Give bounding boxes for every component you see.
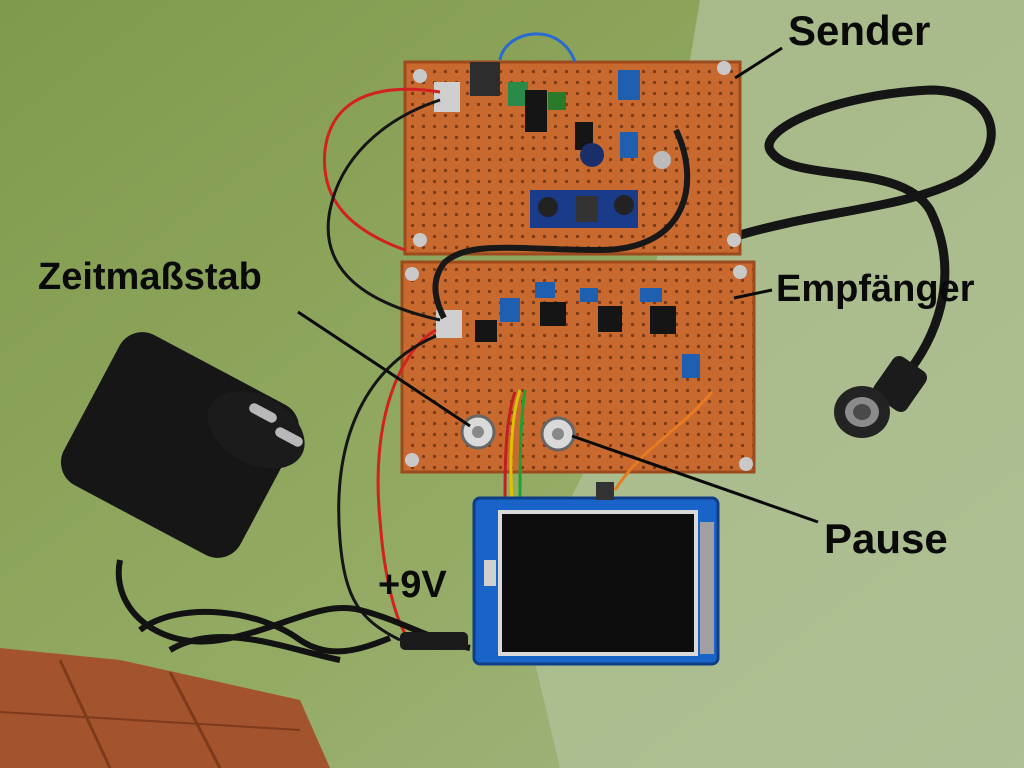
pointer-empfaenger (733, 288, 773, 300)
label-voltage: +9V (378, 564, 447, 606)
label-empfaenger: Empfänger (776, 268, 975, 310)
power-adapter (60, 332, 305, 558)
label-pause: Pause (824, 515, 948, 562)
dc-plug (400, 632, 468, 650)
wooden-floor (0, 648, 330, 768)
label-sender: Sender (788, 7, 931, 54)
pointer-pause (571, 434, 819, 524)
sender-board (403, 60, 742, 256)
empfaenger-board (400, 260, 756, 474)
pointer-zeitmassstab (297, 310, 471, 428)
pointer-sender (734, 46, 783, 80)
adapter-cable-coil (115, 559, 471, 663)
coax-cable (432, 128, 691, 320)
antenna-plug (834, 356, 928, 438)
tft-display (472, 482, 720, 666)
supply-black-wire (337, 334, 437, 642)
red-wire (322, 87, 441, 252)
label-zeitmassstab: Zeitmaßstab (38, 256, 262, 298)
black-wire (326, 98, 441, 322)
antenna-cable (728, 85, 996, 373)
supply-red-wire (376, 328, 437, 642)
